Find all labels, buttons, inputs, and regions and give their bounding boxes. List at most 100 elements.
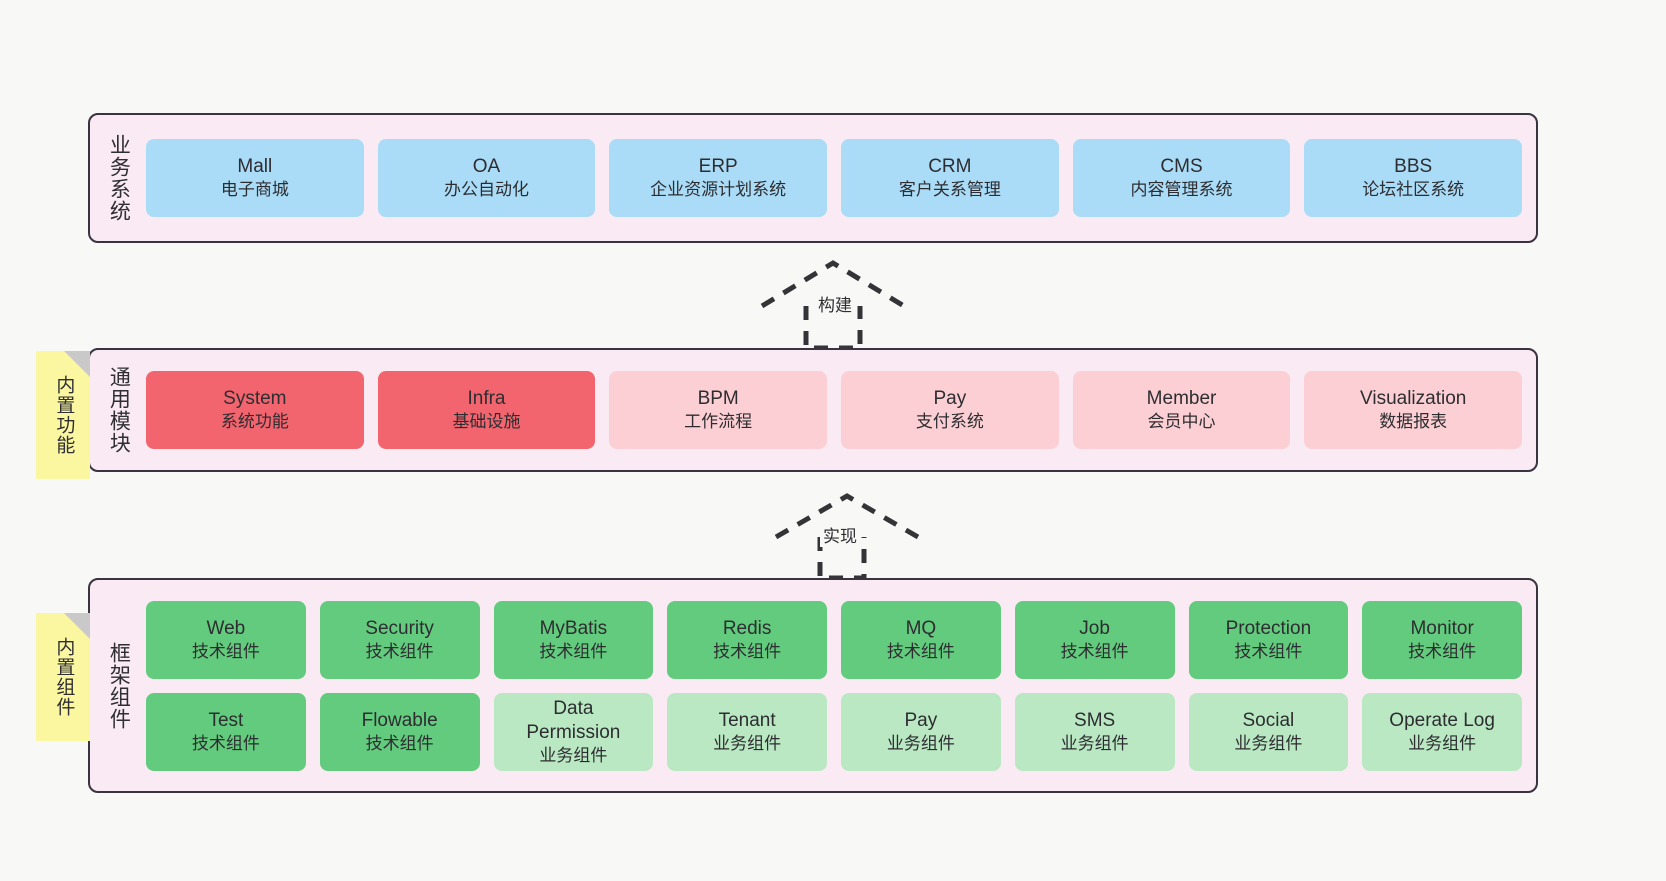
card-mq[interactable]: MQ 技术组件: [841, 600, 1001, 679]
card-redis[interactable]: Redis 技术组件: [667, 600, 827, 679]
card-subtitle: 技术组件: [365, 733, 434, 753]
card-row: Test 技术组件 Flowable 技术组件 Data Permission …: [146, 692, 1522, 771]
card-subtitle: 工作流程: [684, 412, 753, 432]
card-title: Pay: [904, 709, 938, 731]
card-mall[interactable]: Mall 电子商城: [146, 139, 364, 217]
card-bbs[interactable]: BBS 论坛社区系统: [1304, 139, 1523, 217]
card-tenant[interactable]: Tenant 业务组件: [667, 692, 827, 771]
layer-title-framework-component: 框架组件: [107, 641, 131, 730]
card-title: Redis: [722, 617, 772, 639]
card-subtitle: 企业资源计划系统: [650, 180, 787, 200]
card-test[interactable]: Test 技术组件: [146, 692, 306, 771]
card-row: Mall 电子商城 OA 办公自动化 ERP 企业资源计划系统 CRM 客户关系…: [146, 139, 1523, 217]
layer-framework-component: 框架组件 Web 技术组件 Security 技术组件 MyBatis 技术组件…: [88, 578, 1538, 793]
card-subtitle: 支付系统: [915, 412, 984, 432]
card-title: Test: [208, 709, 244, 731]
card-title: ERP: [698, 156, 738, 178]
card-web[interactable]: Web 技术组件: [146, 600, 306, 679]
card-monitor[interactable]: Monitor 技术组件: [1362, 600, 1522, 679]
layer-body-business-system: Mall 电子商城 OA 办公自动化 ERP 企业资源计划系统 CRM 客户关系…: [146, 115, 1536, 241]
card-pay-business[interactable]: Pay 业务组件: [841, 692, 1001, 771]
card-title: Operate Log: [1389, 709, 1495, 731]
card-security[interactable]: Security 技术组件: [319, 600, 480, 679]
card-title: Mall: [237, 156, 273, 178]
card-subtitle: 技术组件: [365, 641, 434, 661]
card-sms[interactable]: SMS 业务组件: [1014, 692, 1175, 771]
card-subtitle: 办公自动化: [444, 180, 529, 200]
sticky-note-builtin-feature: 内置功能: [36, 351, 90, 479]
card-title: Member: [1146, 388, 1217, 410]
card-title: Security: [365, 617, 434, 639]
card-title: Web: [206, 617, 246, 639]
card-subtitle: 业务组件: [713, 733, 782, 753]
card-member[interactable]: Member 会员中心: [1072, 371, 1291, 449]
card-title: MyBatis: [539, 617, 608, 639]
card-subtitle: 数据报表: [1379, 412, 1448, 432]
connector-implement: 实现: [772, 492, 922, 580]
card-system[interactable]: System 系统功能: [146, 371, 364, 449]
card-job[interactable]: Job 技术组件: [1014, 600, 1175, 679]
card-flowable[interactable]: Flowable 技术组件: [319, 692, 480, 771]
card-subtitle: 技术组件: [191, 641, 260, 661]
card-title: Pay: [933, 388, 967, 410]
card-subtitle: 论坛社区系统: [1362, 180, 1465, 200]
card-title: System: [223, 388, 287, 410]
sticky-note-label: 内置功能: [53, 375, 75, 455]
connector-build: 构建: [758, 258, 908, 350]
card-subtitle: 业务组件: [1408, 733, 1477, 753]
card-erp[interactable]: ERP 企业资源计划系统: [609, 139, 828, 217]
card-pay[interactable]: Pay 支付系统: [841, 371, 1059, 449]
card-bpm[interactable]: BPM 工作流程: [609, 371, 828, 449]
card-social[interactable]: Social 业务组件: [1188, 692, 1349, 771]
card-title: Flowable: [361, 709, 438, 731]
card-cms[interactable]: CMS 内容管理系统: [1072, 139, 1291, 217]
card-subtitle: 系统功能: [220, 412, 289, 432]
layer-body-common-module: System 系统功能 Infra 基础设施 BPM 工作流程 Pay 支付系统…: [146, 350, 1536, 470]
card-row: System 系统功能 Infra 基础设施 BPM 工作流程 Pay 支付系统…: [146, 371, 1523, 449]
note-fold-icon: [64, 613, 90, 639]
card-subtitle: 基础设施: [452, 412, 521, 432]
card-title: CMS: [1160, 156, 1203, 178]
card-operate-log[interactable]: Operate Log 业务组件: [1362, 692, 1522, 771]
card-subtitle: 技术组件: [539, 641, 608, 661]
card-title: Job: [1079, 617, 1110, 639]
card-title: MQ: [905, 617, 937, 639]
connector-implement-label: 实现: [820, 522, 860, 547]
card-subtitle: 业务组件: [886, 733, 955, 753]
card-subtitle: 业务组件: [1060, 733, 1129, 753]
card-subtitle: 客户关系管理: [898, 180, 1001, 200]
layer-business-system: 业务系统 Mall 电子商城 OA 办公自动化 ERP 企业资源计划系统 CRM…: [88, 113, 1538, 243]
card-infra[interactable]: Infra 基础设施: [377, 371, 596, 449]
sticky-note-builtin-component: 内置组件: [36, 613, 90, 741]
card-crm[interactable]: CRM 客户关系管理: [841, 139, 1059, 217]
card-title: Monitor: [1410, 617, 1474, 639]
card-oa[interactable]: OA 办公自动化: [377, 139, 596, 217]
card-row: Web 技术组件 Security 技术组件 MyBatis 技术组件 Redi…: [146, 600, 1522, 679]
card-title: SMS: [1074, 709, 1116, 731]
card-subtitle: 技术组件: [1234, 641, 1303, 661]
card-subtitle: 技术组件: [1060, 641, 1129, 661]
layer-common-module: 通用模块 System 系统功能 Infra 基础设施 BPM 工作流程 Pay…: [88, 348, 1538, 472]
card-mybatis[interactable]: MyBatis 技术组件: [493, 600, 654, 679]
card-data-permission[interactable]: Data Permission 业务组件: [493, 692, 654, 771]
card-subtitle: 技术组件: [886, 641, 955, 661]
layer-body-framework-component: Web 技术组件 Security 技术组件 MyBatis 技术组件 Redi…: [146, 580, 1536, 791]
connector-build-label: 构建: [815, 291, 855, 316]
card-subtitle: 技术组件: [191, 733, 260, 753]
card-title: CRM: [928, 156, 972, 178]
card-title: Social: [1242, 709, 1295, 731]
card-protection[interactable]: Protection 技术组件: [1188, 600, 1349, 679]
card-visualization[interactable]: Visualization 数据报表: [1304, 371, 1523, 449]
card-title: BBS: [1394, 156, 1433, 178]
layer-title-common-module: 通用模块: [107, 366, 131, 454]
card-title: Visualization: [1360, 388, 1467, 410]
card-title: Protection: [1225, 617, 1312, 639]
card-title: OA: [472, 156, 501, 178]
card-subtitle: 会员中心: [1147, 412, 1216, 432]
card-subtitle: 内容管理系统: [1130, 180, 1233, 200]
card-title: Infra: [467, 388, 506, 410]
sticky-note-label: 内置组件: [53, 637, 75, 717]
card-subtitle: 技术组件: [713, 641, 782, 661]
note-fold-icon: [64, 351, 90, 377]
